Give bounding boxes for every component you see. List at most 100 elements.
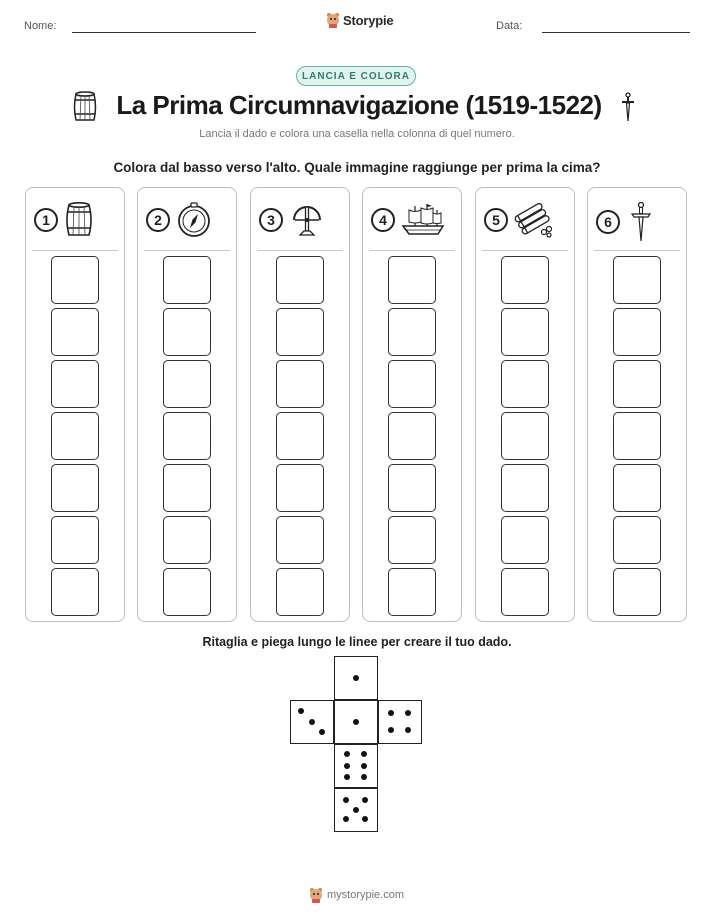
die-pip: [344, 762, 351, 769]
die-pip: [404, 710, 411, 717]
color-box[interactable]: [163, 464, 211, 512]
color-box[interactable]: [501, 464, 549, 512]
color-box[interactable]: [501, 256, 549, 304]
color-box[interactable]: [51, 360, 99, 408]
color-box[interactable]: [501, 516, 549, 564]
die-pip: [360, 762, 367, 769]
galleon-ship-icon: [401, 204, 445, 235]
die-pip: [318, 728, 325, 735]
barrel-icon: [66, 202, 92, 236]
column-number: 1: [34, 208, 58, 232]
brand-logo: Storypie: [326, 12, 394, 28]
color-box[interactable]: [388, 308, 436, 356]
color-box[interactable]: [51, 568, 99, 616]
color-box[interactable]: [613, 256, 661, 304]
die-pip: [360, 751, 367, 758]
die-pip: [344, 751, 351, 758]
color-box[interactable]: [613, 360, 661, 408]
color-box[interactable]: [276, 308, 324, 356]
brand-name: Storypie: [343, 12, 394, 28]
color-box[interactable]: [388, 464, 436, 512]
column-number: 4: [371, 208, 395, 232]
race-column-5: 5: [475, 187, 575, 622]
date-line: [542, 32, 690, 33]
die-pip: [388, 710, 395, 717]
die-pip: [343, 797, 350, 804]
color-box[interactable]: [163, 256, 211, 304]
die-pip: [308, 718, 315, 725]
storypie-mascot-icon: [310, 888, 322, 903]
die-pip: [404, 726, 411, 733]
color-box[interactable]: [51, 308, 99, 356]
race-column-1: 1: [25, 187, 125, 622]
color-box[interactable]: [501, 308, 549, 356]
compass-icon: [178, 202, 210, 237]
color-box[interactable]: [613, 568, 661, 616]
color-box[interactable]: [501, 360, 549, 408]
color-box[interactable]: [613, 308, 661, 356]
die-face-4: [378, 700, 422, 744]
die-pip: [352, 674, 359, 681]
color-box[interactable]: [276, 516, 324, 564]
color-box[interactable]: [501, 568, 549, 616]
color-box[interactable]: [51, 516, 99, 564]
color-box[interactable]: [51, 256, 99, 304]
die-instruction: Ritaglia e piega lungo le linee per crea…: [202, 635, 512, 649]
subtitle: Lancia il dado e colora una casella nell…: [199, 128, 515, 140]
color-box[interactable]: [163, 412, 211, 460]
column-number: 6: [596, 210, 620, 234]
color-box[interactable]: [163, 516, 211, 564]
die-pip: [344, 773, 351, 780]
column-number: 3: [259, 208, 283, 232]
color-box[interactable]: [388, 568, 436, 616]
color-box[interactable]: [613, 412, 661, 460]
die-face-1: [334, 656, 378, 700]
storypie-mascot-icon: [327, 13, 339, 28]
die-pip: [352, 806, 359, 813]
activity-badge: LANCIA E COLORA: [296, 66, 416, 86]
color-box[interactable]: [51, 412, 99, 460]
color-box[interactable]: [276, 464, 324, 512]
color-box[interactable]: [501, 412, 549, 460]
color-box[interactable]: [388, 516, 436, 564]
color-box[interactable]: [388, 360, 436, 408]
color-box[interactable]: [613, 516, 661, 564]
color-box[interactable]: [51, 464, 99, 512]
color-box[interactable]: [276, 360, 324, 408]
column-divider: [482, 250, 568, 251]
die-face-1: [334, 700, 378, 744]
race-column-2: 2: [137, 187, 237, 622]
die-pip: [361, 797, 368, 804]
color-box[interactable]: [163, 360, 211, 408]
die-pip: [361, 815, 368, 822]
page-title: La Prima Circumnavigazione (1519-1522): [116, 90, 602, 120]
color-box[interactable]: [613, 464, 661, 512]
color-box[interactable]: [163, 568, 211, 616]
column-divider: [144, 250, 230, 251]
sword-icon: [622, 92, 634, 122]
color-box[interactable]: [276, 256, 324, 304]
column-number: 5: [484, 208, 508, 232]
color-box[interactable]: [388, 412, 436, 460]
die-pip: [360, 773, 367, 780]
color-box[interactable]: [163, 308, 211, 356]
footer: mystorypie.com: [309, 887, 404, 903]
color-box[interactable]: [276, 412, 324, 460]
column-divider: [257, 250, 343, 251]
game-instruction: Colora dal basso verso l'alto. Quale imm…: [113, 160, 601, 175]
column-number: 2: [146, 208, 170, 232]
name-line: [72, 32, 256, 33]
die-face-3: [290, 700, 334, 744]
race-column-3: 3: [250, 187, 350, 622]
footer-url: mystorypie.com: [327, 889, 405, 901]
die-pip: [343, 815, 350, 822]
date-label: Data:: [496, 20, 523, 32]
color-box[interactable]: [388, 256, 436, 304]
die-pip: [352, 718, 359, 725]
die-pip: [388, 726, 395, 733]
race-column-4: 4: [362, 187, 462, 622]
name-label: Nome:: [24, 20, 57, 32]
barrel-icon: [73, 91, 97, 121]
column-divider: [369, 250, 455, 251]
color-box[interactable]: [276, 568, 324, 616]
